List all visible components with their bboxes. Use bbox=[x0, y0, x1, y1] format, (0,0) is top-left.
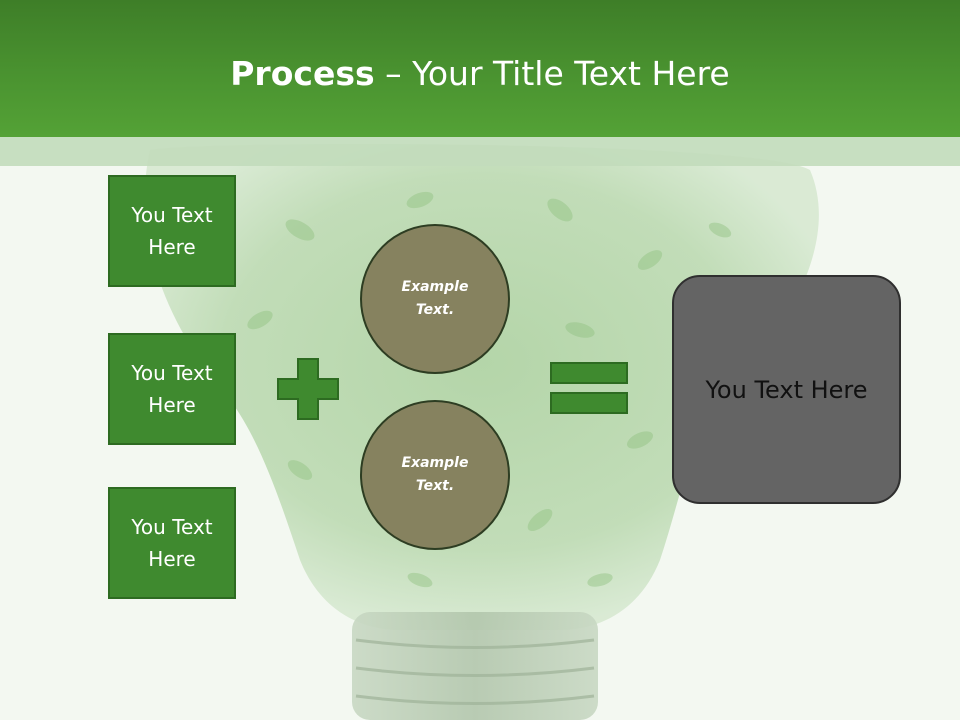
slide-title[interactable]: Process – Your Title Text Here bbox=[0, 52, 960, 96]
title-separator: – bbox=[374, 54, 413, 93]
title-bar bbox=[0, 0, 960, 137]
equals-icon bbox=[550, 362, 628, 414]
example-circle-2[interactable]: Example Text. bbox=[360, 400, 510, 550]
title-bold-text: Process bbox=[230, 54, 375, 93]
text-box-1[interactable]: You Text Here bbox=[108, 175, 236, 287]
text-box-3[interactable]: You Text Here bbox=[108, 487, 236, 599]
result-box[interactable]: You Text Here bbox=[672, 275, 901, 504]
example-circle-1[interactable]: Example Text. bbox=[360, 224, 510, 374]
title-rest-text: Your Title Text Here bbox=[412, 54, 730, 93]
plus-icon bbox=[277, 358, 339, 420]
text-box-2[interactable]: You Text Here bbox=[108, 333, 236, 445]
title-divider-strip bbox=[0, 137, 960, 166]
